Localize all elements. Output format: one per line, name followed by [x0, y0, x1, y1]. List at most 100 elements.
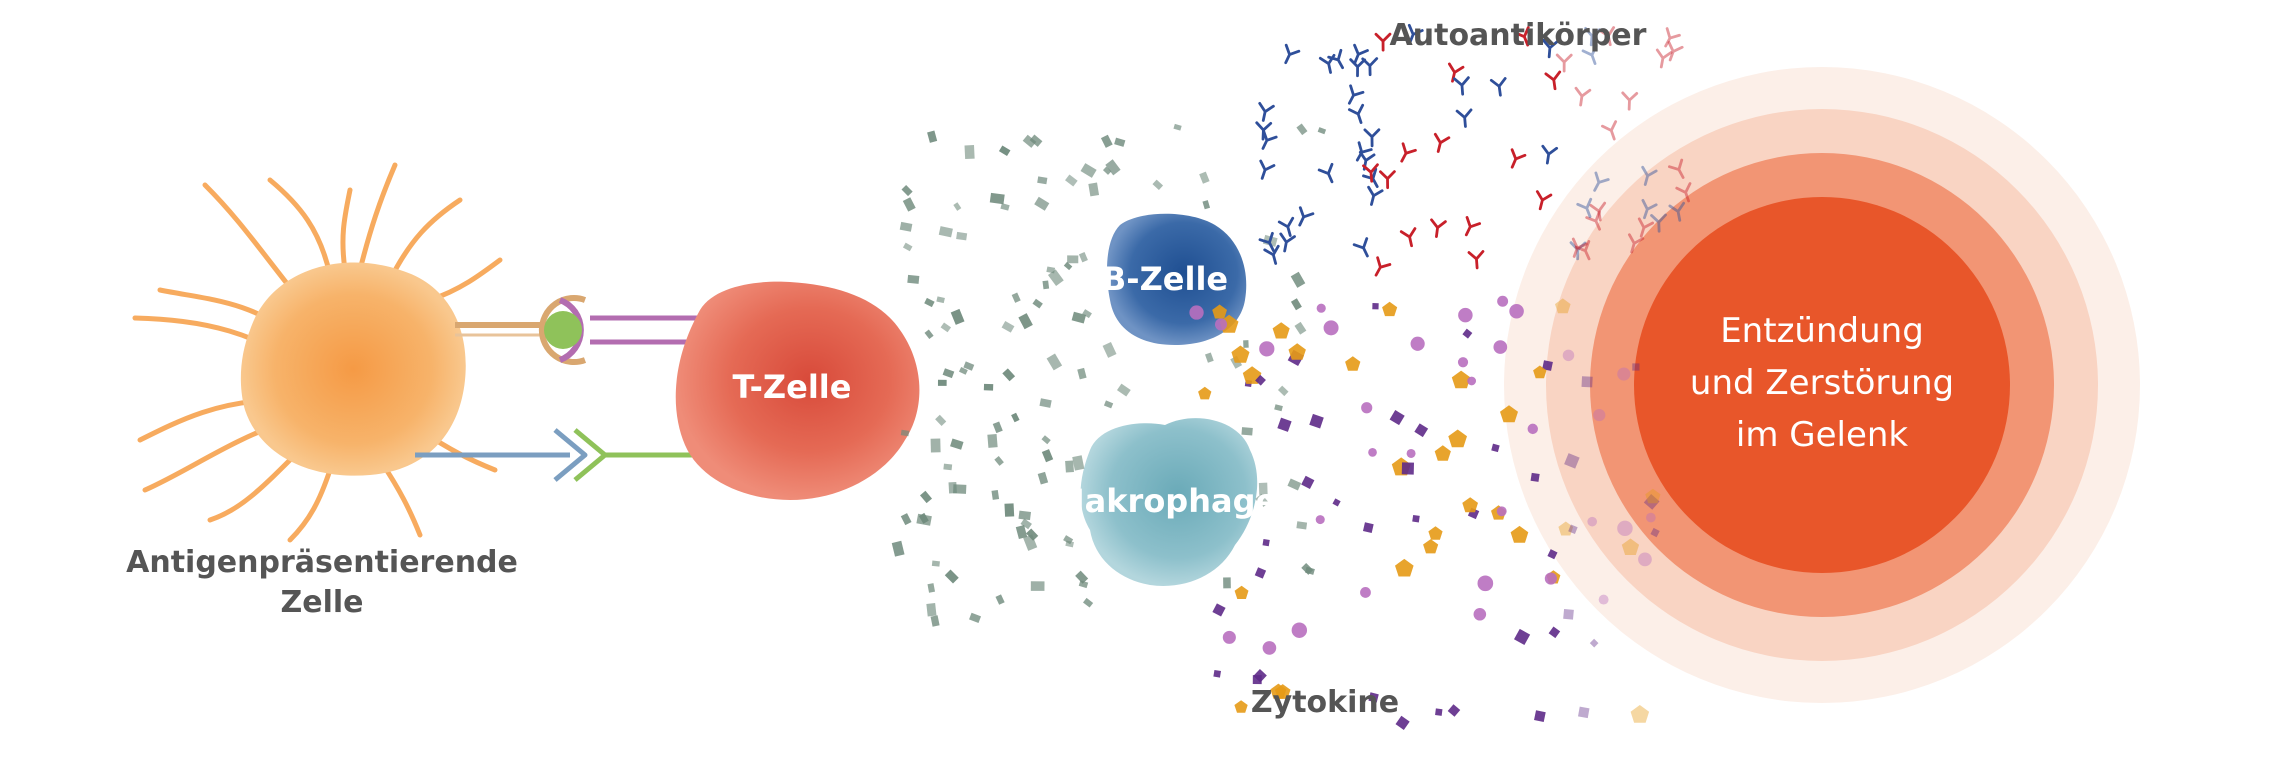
signal-fragment — [924, 329, 934, 340]
signal-fragment — [1042, 280, 1050, 290]
antibody-icon — [1368, 256, 1392, 280]
cytokine-particle — [1368, 692, 1379, 703]
signal-fragment — [1041, 435, 1051, 445]
cytokine-particle — [1270, 683, 1287, 699]
signal-fragment — [927, 130, 938, 143]
cytokine-particle — [1395, 715, 1410, 730]
signal-fragment — [1317, 127, 1327, 135]
signal-fragment — [935, 414, 947, 426]
signal-fragment — [953, 202, 962, 211]
signal-fragment — [1277, 385, 1289, 397]
antibody-icon — [1255, 129, 1278, 153]
antibody-icon — [1532, 190, 1553, 212]
signal-fragment — [1072, 455, 1085, 471]
cytokine-particle — [1259, 341, 1275, 357]
signal-fragment — [1287, 478, 1302, 491]
signal-fragment — [1078, 580, 1089, 589]
cytokine-particle — [1542, 360, 1553, 371]
cytokine-particle — [1448, 429, 1467, 448]
cytokine-particle — [1598, 594, 1609, 605]
antibody-icon — [1555, 53, 1573, 73]
cytokine-particle — [1510, 525, 1529, 543]
signal-fragment — [987, 433, 998, 448]
label-inflammation-line3: im Gelenk — [1736, 415, 1909, 455]
signal-fragment — [937, 379, 947, 386]
cytokine-particle — [1533, 365, 1547, 379]
cytokine-particle — [1231, 345, 1250, 363]
cytokine-particle — [1645, 488, 1661, 504]
cytokines — [1189, 295, 1661, 730]
signal-fragment — [1065, 174, 1078, 187]
signal-fragment — [1047, 269, 1064, 287]
signal-fragment — [1223, 577, 1231, 589]
signal-fragment — [1116, 383, 1131, 397]
cytokine-particle — [1497, 295, 1509, 307]
signal-fragment — [938, 226, 953, 238]
signal-fragment — [900, 513, 912, 526]
cytokine-particle — [1621, 538, 1640, 555]
cytokine-particle — [1222, 630, 1236, 644]
signal-fragment — [891, 540, 905, 557]
cytokine-particle — [1462, 497, 1478, 513]
antibody-icon — [1292, 206, 1315, 230]
cytokine-particle — [1563, 608, 1574, 620]
signal-fragment — [1173, 123, 1182, 131]
cytokine-particle — [1212, 304, 1227, 319]
signal-fragment — [1105, 159, 1121, 176]
antibody-icon — [1453, 76, 1472, 97]
cytokine-particle — [1617, 367, 1631, 381]
cytokine-particle — [1646, 512, 1656, 523]
signal-fragment — [1022, 134, 1037, 148]
antibody-icon — [1572, 86, 1592, 108]
cytokine-particle — [1410, 336, 1425, 351]
antibody-icon — [1374, 32, 1392, 52]
signal-fragment — [1290, 271, 1306, 288]
cytokine-particle — [1643, 494, 1660, 510]
signal-fragment — [930, 615, 940, 627]
antibody-icon — [1254, 159, 1276, 183]
cytokine-particle — [1530, 472, 1540, 482]
signal-fragment — [926, 602, 937, 617]
label-apc-line2: Zelle — [280, 585, 363, 620]
cytokine-particle — [1509, 303, 1524, 319]
signal-fragment — [1065, 460, 1074, 473]
signal-fragment — [940, 322, 952, 333]
signal-fragment — [1020, 518, 1032, 530]
signal-fragment — [1032, 298, 1043, 309]
signal-fragment — [1018, 313, 1033, 330]
signal-fragment — [1046, 266, 1056, 274]
antibody-icon — [1458, 215, 1482, 240]
signal-fragment — [1067, 255, 1079, 264]
signal-fragment — [1080, 163, 1097, 178]
signal-fragment — [1063, 261, 1073, 271]
cytokine-particle — [1428, 526, 1443, 540]
signal-fragment — [1243, 340, 1249, 348]
cytokine-particle — [1589, 638, 1599, 648]
cytokine-particle — [1638, 552, 1652, 567]
label-cytokines: Zytokine — [1251, 685, 1399, 720]
antibody-icon — [1620, 91, 1639, 111]
macrophage — [1080, 418, 1258, 586]
signal-fragment — [1030, 581, 1045, 591]
signal-fragment — [948, 481, 957, 494]
signal-fragment — [1205, 352, 1214, 363]
antibody-icon — [1317, 162, 1340, 187]
signal-fragment — [1065, 540, 1074, 548]
b-cell — [1107, 213, 1247, 345]
antibody-icon — [1430, 132, 1451, 155]
signal-fragment — [1082, 309, 1092, 319]
cytokine-particle — [1401, 462, 1415, 475]
cytokine-particle — [1214, 318, 1228, 331]
cytokine-particle — [1462, 328, 1473, 339]
cytokine-particle — [1527, 423, 1538, 435]
signal-fragment — [944, 569, 959, 584]
signal-fragment — [1034, 196, 1050, 211]
signal-fragment — [943, 463, 953, 471]
antibody-icon — [1347, 103, 1370, 127]
cytokine-particle — [1564, 453, 1580, 469]
cytokine-particle — [1315, 515, 1325, 525]
signal-fragment — [1018, 510, 1031, 521]
cytokine-particle — [1435, 708, 1443, 716]
cytokine-particle — [1477, 575, 1494, 592]
antibody-icon — [1504, 148, 1527, 172]
